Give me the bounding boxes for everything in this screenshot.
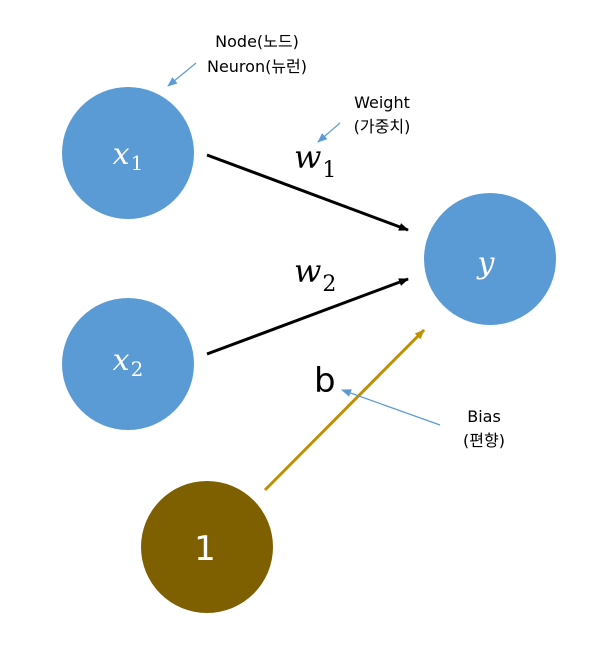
bias-node-circle [141, 481, 273, 613]
bias-node: 1 [141, 481, 273, 613]
node-annotation-line2: Neuron(뉴런) [207, 57, 307, 76]
bias-node-label: 1 [194, 529, 216, 569]
weight-label-w2: w2 [294, 252, 336, 297]
bias-weight-label: b [314, 361, 336, 401]
input-node-x2: x2 [62, 298, 194, 430]
output-node-y-label: y [476, 246, 496, 281]
weight-annotation-line2: (가중치) [354, 117, 411, 136]
weight-label-w1: w1 [294, 138, 336, 183]
bias-arrow [263, 328, 426, 492]
input-node-x1-label: x1 [113, 137, 144, 175]
node-annotation-line1: Node(노드) [215, 32, 299, 51]
node-annotation-arrow [167, 62, 197, 87]
bias-annotation-arrow [341, 389, 441, 426]
bias-annotation-line1: Bias [467, 407, 501, 426]
weight-arrow-1 [206, 153, 409, 232]
bias-annotation-line2: (편향) [463, 431, 505, 450]
input-node-x2-label: x2 [113, 343, 144, 381]
input-node-x1-circle [62, 87, 194, 219]
weight-arrow-2 [206, 277, 409, 356]
output-node-y-circle [424, 193, 556, 325]
output-node-y: y [424, 193, 556, 325]
weight-annotation-arrow [317, 122, 341, 143]
input-node-x2-circle [62, 298, 194, 430]
input-node-x1: x1 [62, 87, 194, 219]
weight-annotation-line1: Weight [354, 93, 410, 112]
